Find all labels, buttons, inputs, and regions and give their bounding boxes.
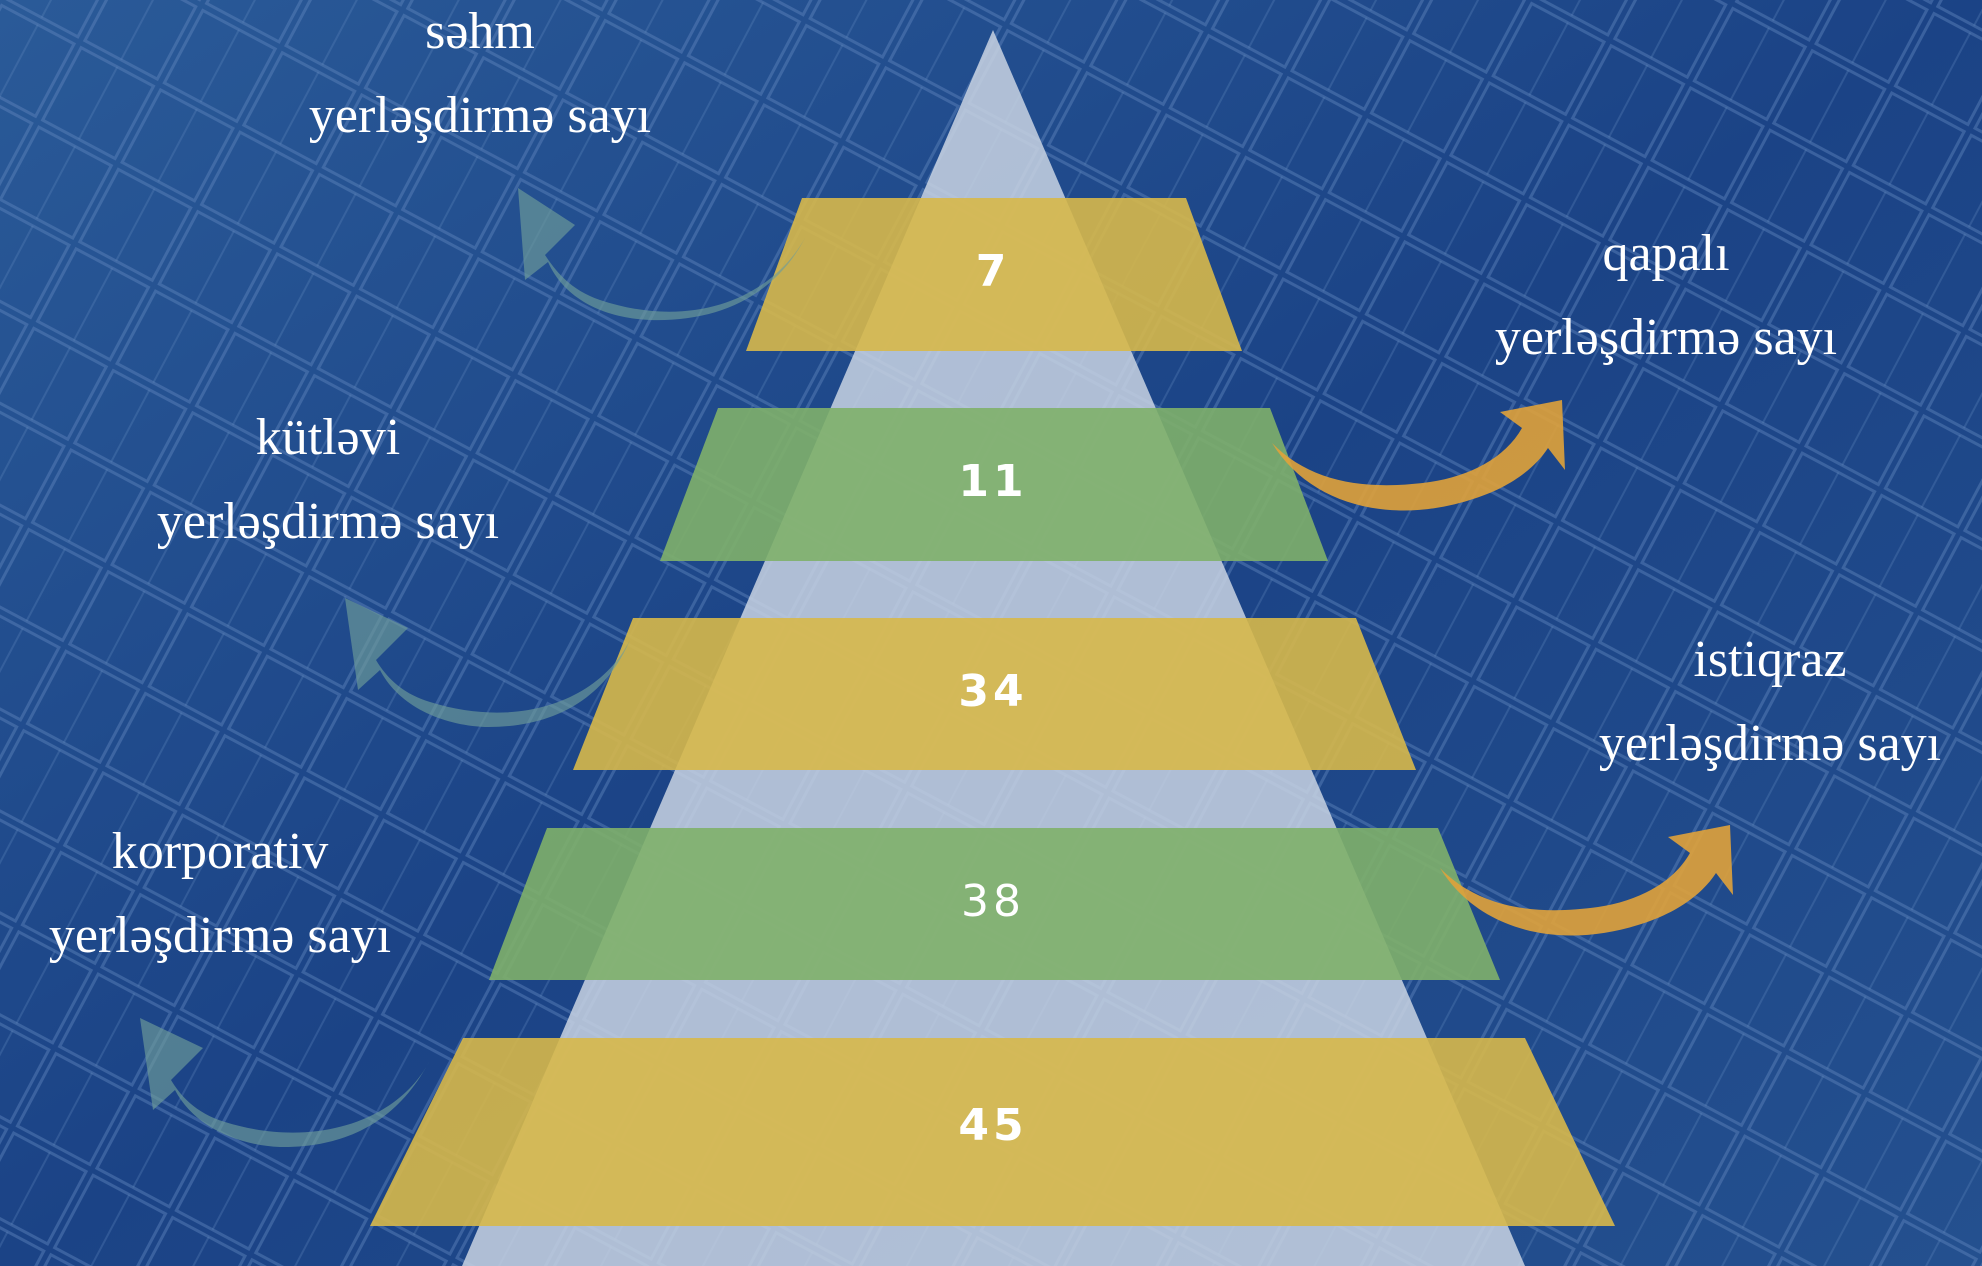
label-sehm-line1: səhm bbox=[425, 3, 535, 60]
tier-4-value: 38 bbox=[961, 876, 1025, 927]
tier-1-value: 7 bbox=[975, 246, 1011, 297]
label-istiqraz-line2: yerləşdirmə sayı bbox=[1598, 715, 1942, 772]
label-istiqraz: istiqraz yerləşdirmə sayı bbox=[1570, 618, 1970, 786]
label-kutlevi: kütləvi yerləşdirmə sayı bbox=[128, 396, 528, 564]
label-sehm-line2: yerləşdirmə sayı bbox=[308, 87, 652, 144]
tier-2-value: 11 bbox=[958, 456, 1028, 507]
label-qapali: qapalı yerləşdirmə sayı bbox=[1466, 212, 1866, 380]
label-qapali-line1: qapalı bbox=[1602, 225, 1730, 282]
tier-3-band bbox=[573, 618, 1416, 770]
label-korporativ-line2: yerləşdirmə sayı bbox=[48, 907, 392, 964]
tier-5-value: 45 bbox=[958, 1100, 1028, 1151]
label-kutlevi-line1: kütləvi bbox=[255, 409, 401, 466]
arrow-qapali-icon bbox=[1272, 400, 1565, 511]
label-sehm: səhm yerləşdirmə sayı bbox=[280, 0, 680, 158]
tier-1-band bbox=[746, 198, 1242, 351]
tier-5-band bbox=[370, 1038, 1615, 1226]
label-qapali-line2: yerləşdirmə sayı bbox=[1494, 309, 1838, 366]
arrow-istiqraz-icon bbox=[1440, 825, 1733, 936]
label-istiqraz-line1: istiqraz bbox=[1693, 631, 1847, 688]
tier-3-value: 34 bbox=[958, 666, 1028, 717]
label-korporativ: korporativ yerləşdirmə sayı bbox=[20, 810, 420, 978]
tier-4-band bbox=[489, 828, 1500, 980]
label-korporativ-line1: korporativ bbox=[111, 823, 329, 880]
tier-2-band bbox=[660, 408, 1328, 561]
label-kutlevi-line2: yerləşdirmə sayı bbox=[156, 493, 500, 550]
